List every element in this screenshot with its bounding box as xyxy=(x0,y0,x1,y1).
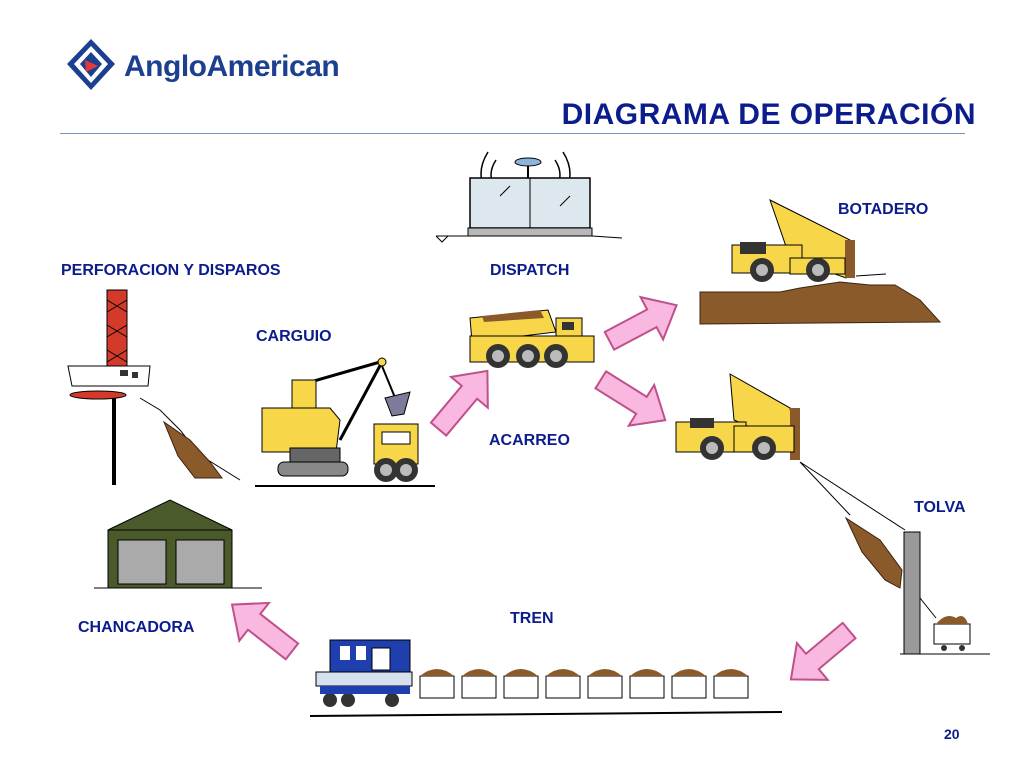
drill-rig-icon xyxy=(67,289,241,485)
shovel-icon xyxy=(255,357,435,487)
page-number: 20 xyxy=(944,726,960,742)
label-carguio: CARGUIO xyxy=(256,328,332,345)
dispatch-tower-icon xyxy=(435,151,623,243)
crusher-building-icon xyxy=(94,499,262,589)
page-title: DIAGRAMA DE OPERACIÓN xyxy=(561,98,976,131)
label-tolva: TOLVA xyxy=(914,499,966,516)
label-botadero: BOTADERO xyxy=(838,201,929,218)
dump-truck-icon xyxy=(675,373,906,531)
flow-arrow-icon xyxy=(597,282,689,364)
label-acarreo: ACARREO xyxy=(489,432,570,449)
brand-name: AngloAmerican xyxy=(124,50,340,83)
flow-arrow-icon xyxy=(587,358,679,442)
label-dispatch: DISPATCH xyxy=(490,262,570,279)
train-icon xyxy=(309,639,783,717)
title-rule xyxy=(60,133,965,134)
flow-arrow-icon xyxy=(774,611,866,699)
flow-arrow-icon xyxy=(216,584,308,672)
dump-truck-icon xyxy=(699,199,942,325)
label-chancadora: CHANCADORA xyxy=(78,619,195,636)
haul-truck-icon xyxy=(469,309,595,368)
label-tren: TREN xyxy=(510,610,554,627)
label-perforacion: PERFORACION Y DISPAROS xyxy=(61,262,281,279)
hopper-icon xyxy=(844,516,990,655)
anglo-american-logo xyxy=(67,39,115,90)
